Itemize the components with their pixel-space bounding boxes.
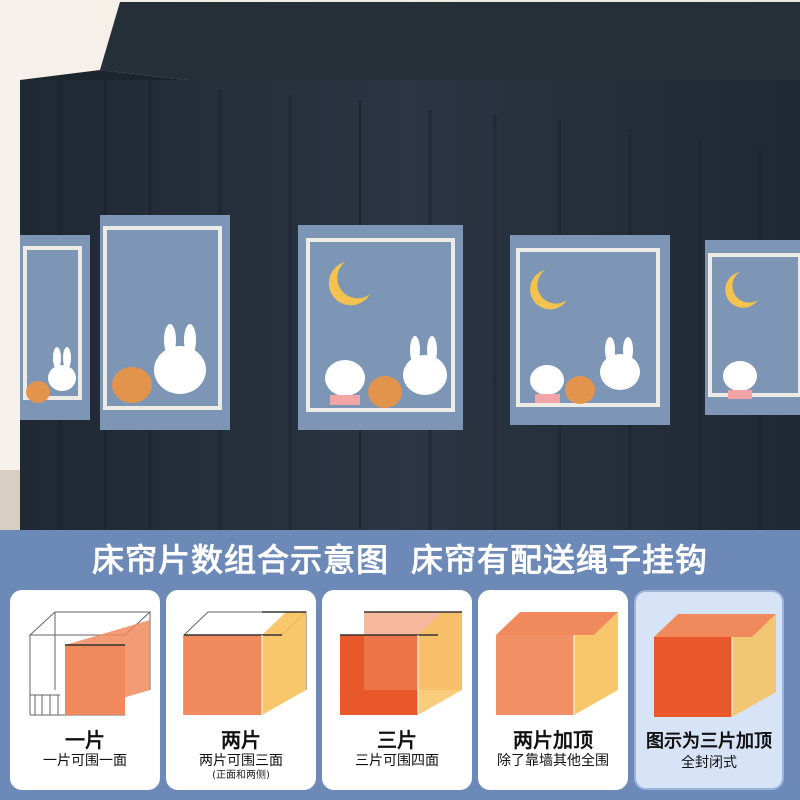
option-card-three-panels-top[interactable]: 图示为三片加顶 全封闭式 — [634, 590, 784, 790]
curtain-illustration — [0, 0, 800, 530]
three-panels-top-diagram — [654, 614, 776, 717]
banner-left-title: 床帘片数组合示意图 — [91, 541, 389, 579]
two-panels-diagram — [182, 611, 308, 715]
one-panel-diagram — [28, 611, 152, 716]
option-subtitle: 除了靠墙其他全围 — [497, 753, 609, 769]
option-card-one-panel[interactable]: 一片 一片可围一面 — [10, 590, 160, 790]
option-title: 图示为三片加顶 — [646, 731, 772, 752]
banner-right-title: 床帘有配送绳子挂钩 — [411, 541, 709, 579]
banner-headline: 床帘片数组合示意图床帘有配送绳子挂钩 — [0, 536, 800, 584]
option-subtitle: 一片可围一面 — [43, 753, 127, 769]
option-title: 两片加顶 — [513, 728, 593, 752]
option-title: 两片 — [221, 728, 261, 752]
three-panels-diagram — [340, 611, 462, 715]
option-note: (正面和两侧) — [212, 770, 270, 781]
option-card-three-panels[interactable]: 三片 三片可围四面 — [322, 590, 472, 790]
two-panels-top-diagram — [496, 612, 618, 715]
window-prints — [20, 215, 800, 430]
option-title: 一片 — [65, 728, 105, 752]
option-subtitle: 全封闭式 — [681, 755, 737, 771]
option-subtitle: 两片可围三面 — [199, 753, 283, 769]
curtain-photo — [0, 0, 800, 530]
option-card-two-panels[interactable]: 两片 两片可围三面 (正面和两侧) — [166, 590, 316, 790]
option-cards: 一片 一片可围一面 两片 两片可围三面 (正面和两侧) — [0, 590, 800, 800]
option-card-two-panels-top[interactable]: 两片加顶 除了靠墙其他全围 — [478, 590, 628, 790]
option-subtitle: 三片可围四面 — [355, 753, 439, 769]
option-title: 三片 — [377, 728, 417, 752]
